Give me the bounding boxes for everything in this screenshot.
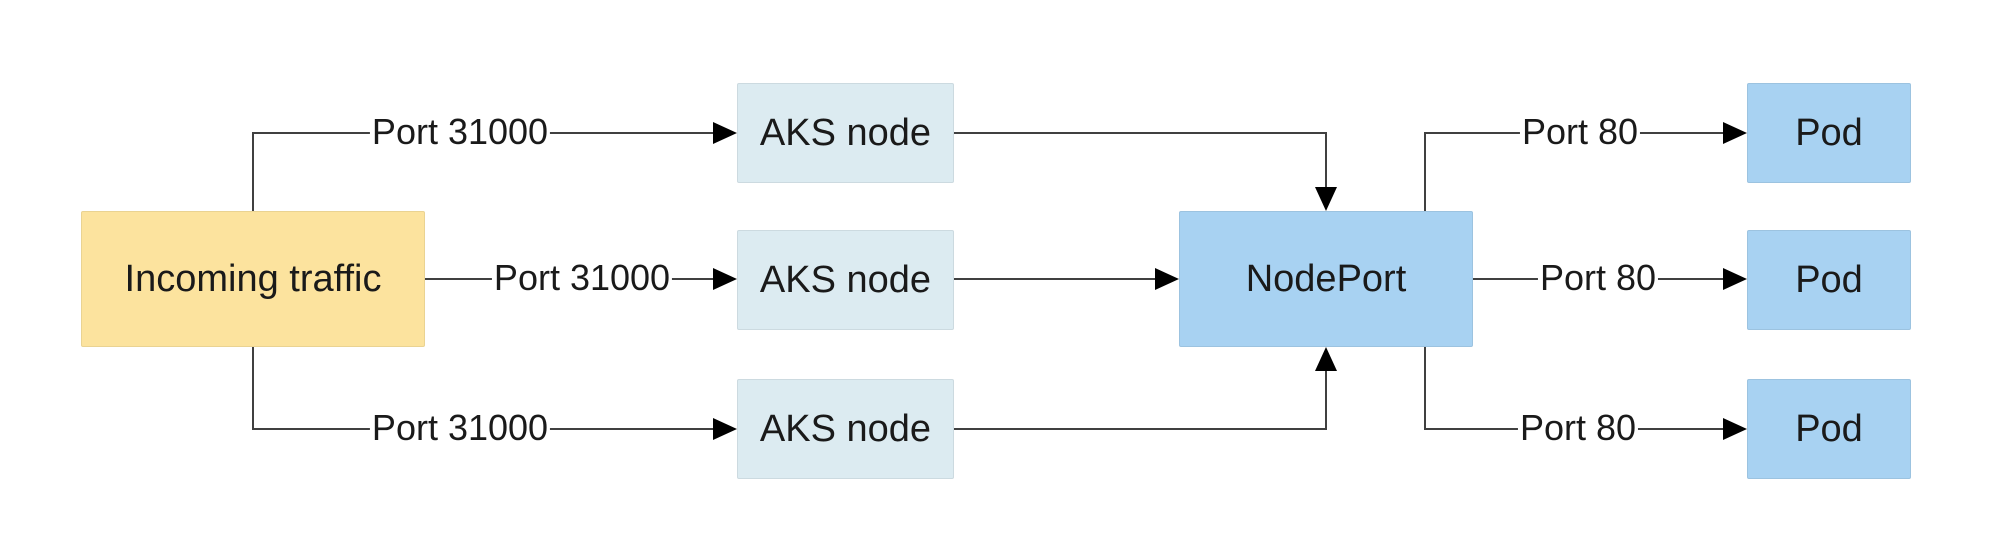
node-aks-node-2: AKS node [737, 230, 954, 330]
edge-aks3-to-nodeport [954, 369, 1327, 430]
node-pod-2: Pod [1747, 230, 1911, 330]
node-incoming-traffic: Incoming traffic [81, 211, 425, 347]
edge-incoming-to-aks1 [252, 132, 715, 211]
edge-label-port-80-middle: Port 80 [1537, 257, 1659, 298]
arrowhead-right-icon [1723, 418, 1747, 440]
node-pod-3: Pod [1747, 379, 1911, 479]
node-aks-node-1: AKS node [737, 83, 954, 183]
edge-label-port-31000-bottom: Port 31000 [369, 407, 551, 448]
arrowhead-right-icon [1155, 268, 1179, 290]
arrowhead-up-icon [1315, 347, 1337, 371]
edge-label-port-80-top: Port 80 [1519, 111, 1641, 152]
edge-label-port-31000-middle: Port 31000 [491, 257, 673, 298]
edge-label-port-31000-top: Port 31000 [369, 111, 551, 152]
arrowhead-right-icon [713, 268, 737, 290]
arrowhead-right-icon [1723, 268, 1747, 290]
edge-aks1-to-nodeport [954, 132, 1327, 189]
arrowhead-right-icon [713, 122, 737, 144]
arrowhead-down-icon [1315, 187, 1337, 211]
arrowhead-right-icon [1723, 122, 1747, 144]
node-pod-1: Pod [1747, 83, 1911, 183]
arrowhead-right-icon [713, 418, 737, 440]
node-aks-node-3: AKS node [737, 379, 954, 479]
node-nodeport: NodePort [1179, 211, 1473, 347]
edge-incoming-to-aks3 [252, 347, 715, 430]
edge-label-port-80-bottom: Port 80 [1517, 407, 1639, 448]
